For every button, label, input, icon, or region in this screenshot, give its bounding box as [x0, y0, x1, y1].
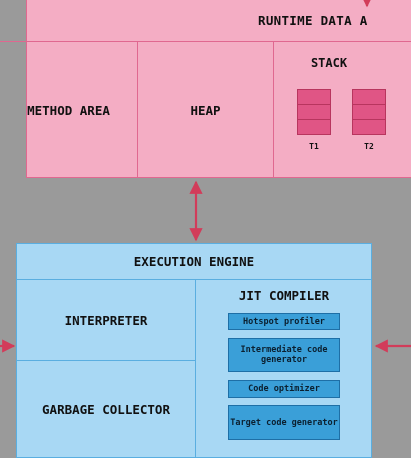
- jit-code-optimizer: Code optimizer: [228, 380, 340, 398]
- jit-target-code-generator: Target code generator: [228, 405, 340, 440]
- thread-label-t2: T2: [364, 142, 374, 151]
- jit-intermediate-code-generator: Intermediate code generator: [228, 338, 340, 372]
- jit-compiler-title: JIT COMPILER: [238, 288, 330, 303]
- stack-title: STACK: [310, 56, 348, 70]
- stack-frame: [298, 90, 330, 105]
- garbage-collector: GARBAGE COLLECTOR: [17, 361, 196, 458]
- thread-stack-t2: [352, 89, 386, 135]
- heap: HEAP: [138, 42, 274, 178]
- runtime-data-area-title: RUNTIME DATA A: [0, 0, 411, 42]
- jit-hotspot-profiler: Hotspot profiler: [228, 313, 340, 330]
- thread-label-t1: T1: [309, 142, 319, 151]
- interpreter: INTERPRETER: [17, 280, 196, 361]
- method-area: METHOD AREA: [0, 42, 138, 178]
- stack-frame: [353, 90, 385, 105]
- runtime-data-area: [26, 0, 411, 178]
- stack-frame: [353, 105, 385, 120]
- execution-engine-title: EXECUTION ENGINE: [16, 243, 372, 280]
- thread-stack-t1: [297, 89, 331, 135]
- stack-frame: [298, 105, 330, 120]
